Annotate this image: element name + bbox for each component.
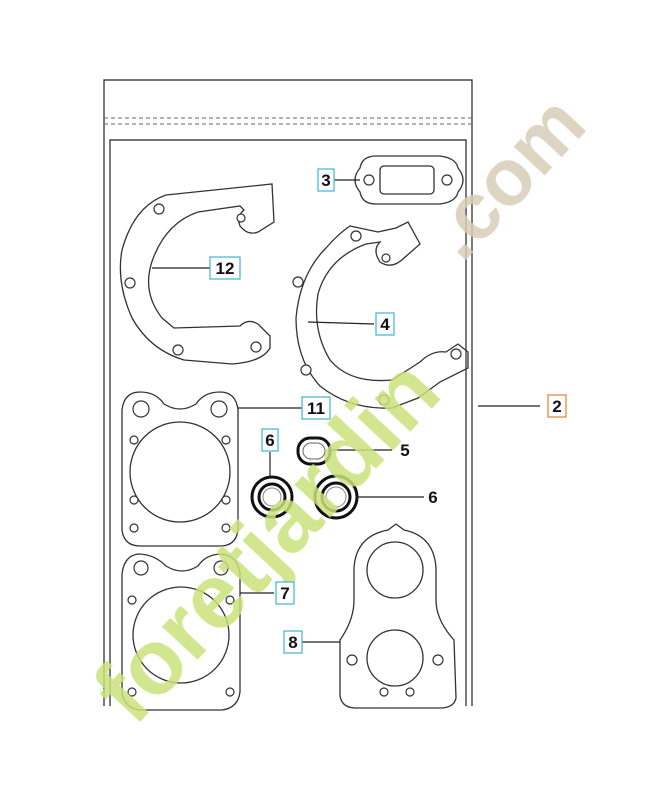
callout-6-left-text: 6 <box>265 431 274 450</box>
gasket-kit-bag <box>103 79 473 706</box>
callout-12[interactable]: 12 <box>209 256 241 280</box>
callout-7-text: 7 <box>280 584 289 603</box>
oval-seal <box>296 436 332 466</box>
watermark-main-text: foretjardin <box>74 339 459 741</box>
callout-7[interactable]: 7 <box>275 581 295 605</box>
callout-6-right[interactable]: 6 <box>428 488 437 507</box>
callout-6-left[interactable]: 6 <box>261 428 279 452</box>
callout-5[interactable]: 5 <box>400 441 409 460</box>
callout-6-right-text: 6 <box>428 488 437 507</box>
callout-4[interactable]: 4 <box>375 312 395 336</box>
callout-8-text: 8 <box>288 633 297 652</box>
callout-2[interactable]: 2 <box>547 394 567 418</box>
callout-12-text: 12 <box>216 259 235 278</box>
cylinder-gasket-7 <box>121 553 241 711</box>
oil-seal-left <box>250 475 294 519</box>
callout-3-text: 3 <box>321 171 330 190</box>
intake-gasket <box>339 523 457 709</box>
crankcase-gasket-left <box>119 183 275 365</box>
crankcase-gasket-right <box>292 221 469 409</box>
callout-2-text: 2 <box>552 397 561 416</box>
callout-11[interactable]: 11 <box>301 396 331 420</box>
watermark-suffix-text: .com <box>409 78 601 275</box>
callout-3[interactable]: 3 <box>317 168 335 192</box>
cylinder-gasket-11 <box>121 391 239 547</box>
muffler-gasket <box>354 155 464 205</box>
callout-11-text: 11 <box>307 399 325 418</box>
leader-lines <box>152 179 540 643</box>
callout-5-text: 5 <box>400 441 409 460</box>
callout-8[interactable]: 8 <box>283 630 303 654</box>
callout-4-text: 4 <box>380 315 390 334</box>
